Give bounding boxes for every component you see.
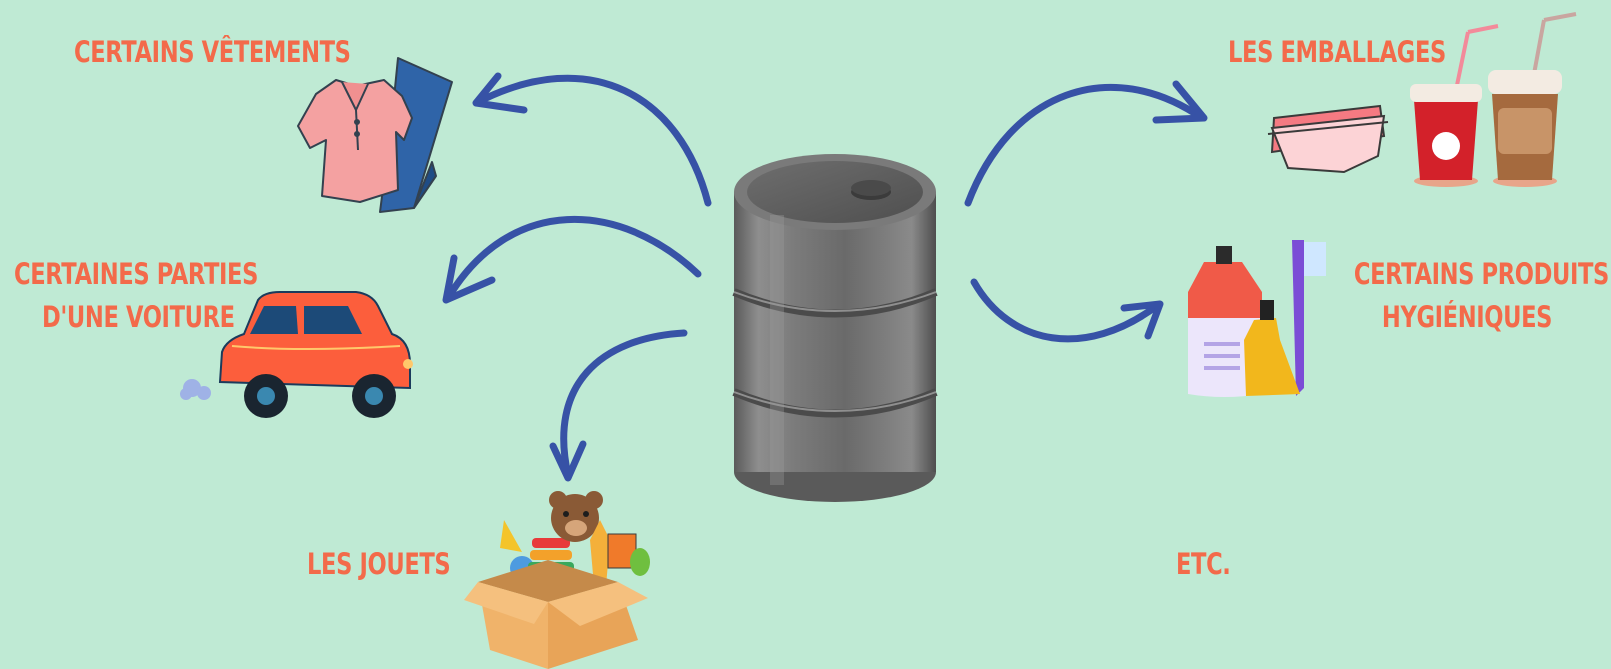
label-packaging: LES EMBALLAGES <box>1228 35 1446 69</box>
label-hygiene-line2: HYGIÉNIQUES <box>1381 300 1553 334</box>
label-toys: LES JOUETS <box>307 547 451 581</box>
arrow-to-car <box>442 215 702 304</box>
food-container-and-cups-icon <box>1267 12 1577 187</box>
arrow-to-packaging <box>964 80 1208 207</box>
shirt-and-jeans-icon <box>297 57 453 213</box>
arrow-to-toys <box>549 329 688 482</box>
car-icon <box>180 291 413 418</box>
label-clothes: CERTAINS VÊTEMENTS <box>74 35 351 69</box>
label-car-line1: CERTAINES PARTIES <box>14 257 258 291</box>
arrow-to-clothes <box>472 72 712 207</box>
label-hygiene-line1: CERTAINS PRODUITS <box>1353 257 1609 291</box>
arrow-to-hygiene <box>970 278 1164 343</box>
toy-box-icon <box>464 491 650 669</box>
label-etc: ETC. <box>1176 547 1231 581</box>
hygiene-products-icon <box>1188 240 1326 397</box>
label-car-line2: D'UNE VOITURE <box>42 300 235 334</box>
arrows <box>442 72 1208 482</box>
oil-barrel-icon <box>732 154 938 502</box>
